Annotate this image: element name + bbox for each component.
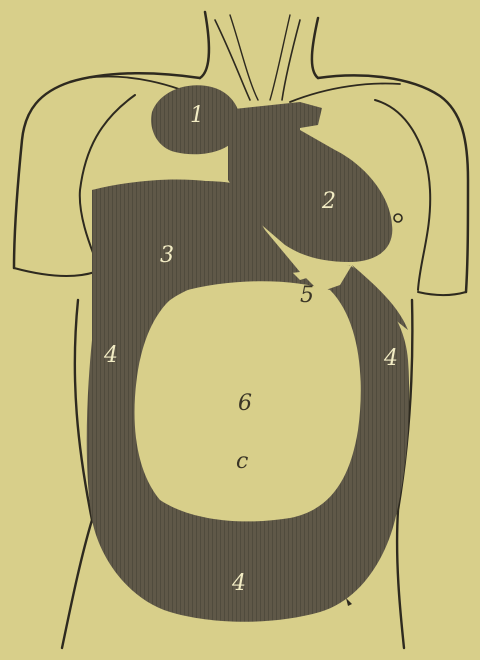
label-4-left: 4 [103,343,118,368]
label-6: 6 [238,391,252,416]
label-5: 5 [300,283,314,308]
label-4-right: 4 [383,346,398,371]
label-3: 3 [160,243,174,268]
label-4-bottom: 4 [231,571,246,596]
label-navel-c: c [236,449,248,474]
label-2: 2 [321,189,336,214]
label-1: 1 [190,103,204,128]
